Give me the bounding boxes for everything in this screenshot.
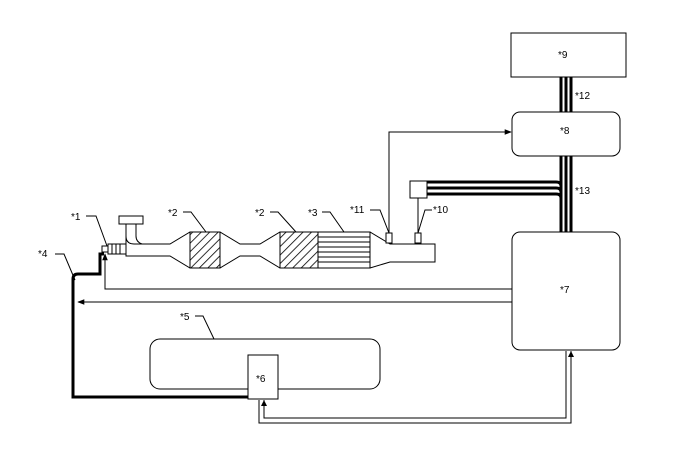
label-9: *9 [558,50,568,61]
component-9-box [510,32,627,78]
label-5: *5 [180,312,190,323]
catalyst-2a [189,231,221,269]
connector-box [409,180,428,199]
label-10: *10 [433,205,448,216]
sensor-10 [414,232,422,244]
control-line-7-to-injector [102,253,512,290]
filter-3 [317,231,371,269]
sensor-11 [385,232,393,244]
label-2a: *2 [168,208,178,219]
cable-12 [559,77,573,112]
catalyst-2b [279,231,319,269]
label-3: *3 [308,208,318,219]
injector-1 [101,243,127,255]
label-13: *13 [575,186,590,197]
label-6: *6 [256,374,266,385]
label-8: *8 [560,126,570,137]
component-6-box [247,354,279,400]
label-12: *12 [575,91,590,102]
sensor-11-signal-line [388,129,512,233]
supply-line-4 [71,252,248,399]
label-1: *1 [71,212,81,223]
signal-line-7-to-6 [258,351,574,424]
label-7: *7 [560,285,570,296]
cable-13 [427,156,573,232]
label-4: *4 [38,249,48,260]
component-7-box [511,231,621,351]
label-11: *11 [350,205,365,216]
label-2b: *2 [255,208,265,219]
